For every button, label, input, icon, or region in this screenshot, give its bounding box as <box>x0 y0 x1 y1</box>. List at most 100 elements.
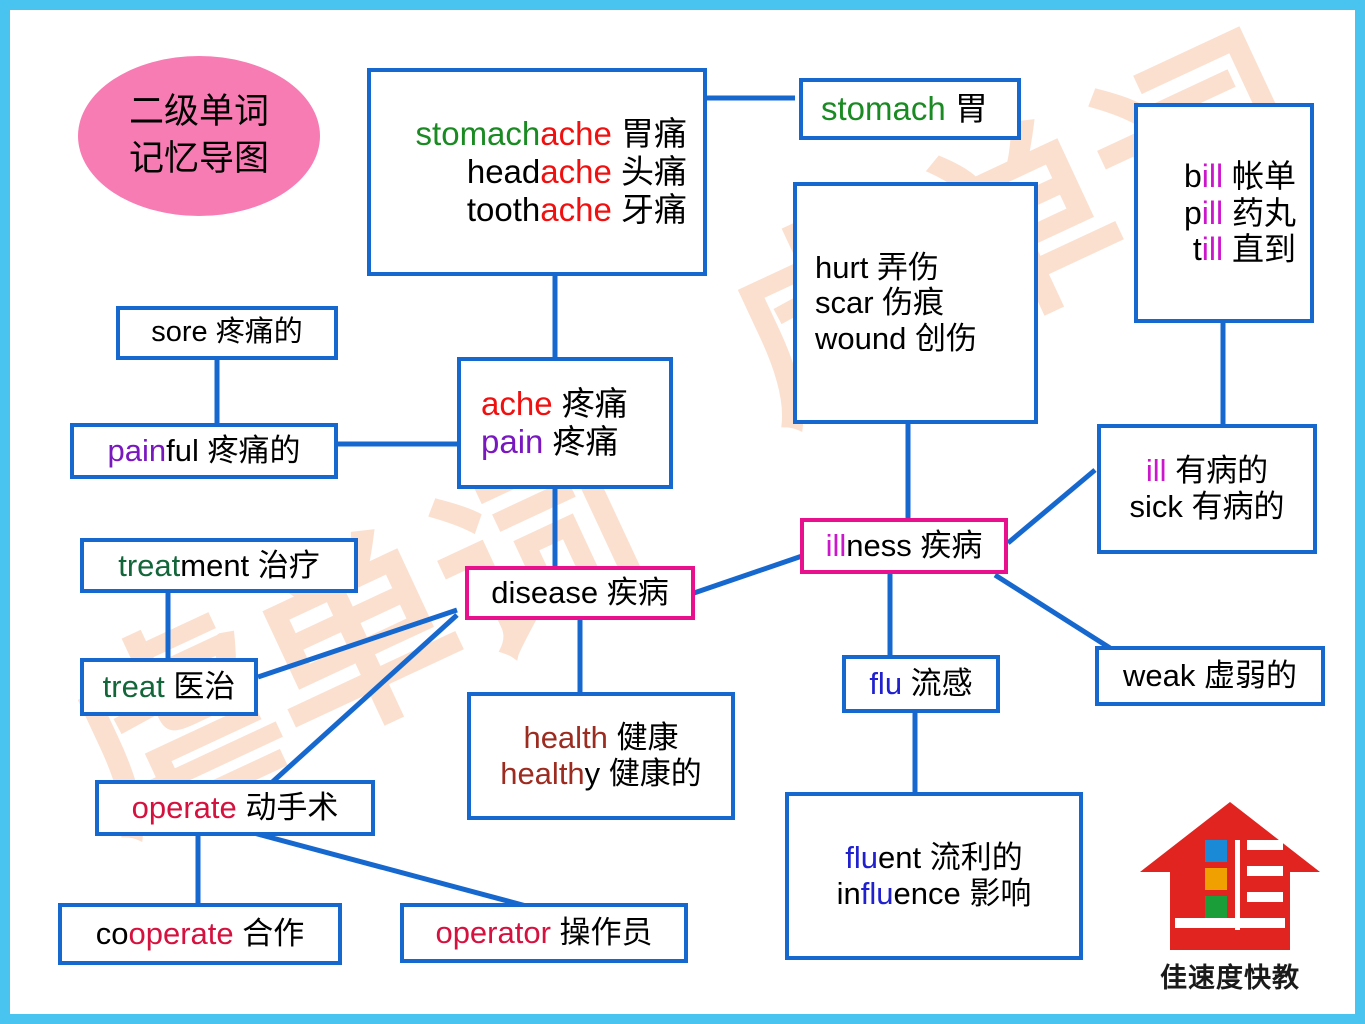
word-segment: ache <box>540 153 612 191</box>
node-text-line: stomach 胃 <box>821 90 999 128</box>
word-segment: sick 有病的 <box>1129 489 1285 524</box>
node-stomach[interactable]: stomach 胃 <box>799 78 1021 140</box>
node-text-line: operator 操作员 <box>414 915 674 951</box>
node-text-line: operate 动手术 <box>113 790 357 826</box>
word-segment: 动手术 <box>236 790 339 826</box>
node-text-line: fluent 流利的 <box>805 840 1063 876</box>
word-segment: disease 疾病 <box>491 575 669 611</box>
word-segment: 操作员 <box>550 915 653 951</box>
node-text-line: pill 药丸 <box>1152 195 1296 232</box>
node-illness[interactable]: illness 疾病 <box>800 518 1008 574</box>
word-segment: 流感 <box>902 666 973 702</box>
word-segment: 头痛 <box>611 153 687 191</box>
node-text-line: health 健康 <box>485 720 717 756</box>
word-segment: in <box>836 876 861 911</box>
node-text-line: sore 疼痛的 <box>136 316 318 349</box>
word-segment: sore 疼痛的 <box>151 316 303 349</box>
word-segment: ent 流利的 <box>878 840 1023 876</box>
node-operator[interactable]: operator 操作员 <box>400 903 688 963</box>
node-text-line: scar 伤痕 <box>815 285 1016 321</box>
node-text-line: healthy 健康的 <box>485 756 717 792</box>
word-segment: ence 影响 <box>893 876 1032 911</box>
word-segment: stomach <box>415 115 541 153</box>
word-segment: wound 创伤 <box>815 320 977 356</box>
word-segment: 牙痛 <box>611 190 687 228</box>
word-segment: ache <box>481 385 553 423</box>
word-segment: weak 虚弱的 <box>1123 658 1297 694</box>
node-flu[interactable]: flu 流感 <box>842 655 1000 713</box>
node-text-line: stomachache 胃痛 <box>387 115 687 153</box>
word-segment: 合作 <box>233 916 305 952</box>
node-text-line: headache 头痛 <box>387 153 687 191</box>
node-operate[interactable]: operate 动手术 <box>95 780 375 836</box>
word-segment: 健康 <box>607 720 679 756</box>
word-segment: y 健康的 <box>584 756 702 791</box>
word-segment: tooth <box>466 190 541 228</box>
word-segment: operator <box>435 915 551 951</box>
node-text-line: till 直到 <box>1152 231 1296 268</box>
word-segment: 疼痛 <box>552 385 628 423</box>
node-weak[interactable]: weak 虚弱的 <box>1095 646 1325 706</box>
node-text-line: painful 疼痛的 <box>90 433 318 469</box>
word-segment: ill <box>1201 157 1224 194</box>
node-treat[interactable]: treat 医治 <box>80 658 258 716</box>
node-sore[interactable]: sore 疼痛的 <box>116 306 338 360</box>
word-segment: hurt 弄伤 <box>815 249 940 285</box>
word-segment: ness 疾病 <box>846 528 983 564</box>
node-text-line: disease 疾病 <box>483 575 677 611</box>
house-logo-icon <box>1140 802 1320 950</box>
word-segment: health <box>500 756 585 791</box>
brand-logo: 佳速度快教 <box>1135 800 1325 995</box>
word-segment: flu <box>869 666 903 702</box>
word-segment: flu <box>860 876 894 911</box>
node-text-line: pain 疼痛 <box>481 423 649 461</box>
word-segment: treat <box>118 547 181 583</box>
node-text-line: ache 疼痛 <box>481 385 649 423</box>
node-text-line: treatment 治疗 <box>98 548 340 584</box>
word-segment: pain <box>481 423 544 460</box>
word-segment: 药丸 <box>1223 194 1296 231</box>
node-treatment[interactable]: treatment 治疗 <box>80 538 358 593</box>
word-segment: b <box>1183 157 1202 194</box>
node-painful[interactable]: painful 疼痛的 <box>70 423 338 479</box>
title-line-2: 记忆导图 <box>128 139 269 179</box>
word-segment: ment 治疗 <box>180 547 320 583</box>
node-text-line: weak 虚弱的 <box>1113 658 1307 694</box>
word-segment: ill <box>825 528 847 564</box>
word-segment: operate <box>128 916 234 952</box>
node-text-line: hurt 弄伤 <box>815 250 1016 286</box>
word-segment: pain <box>107 433 167 469</box>
node-disease-center[interactable]: disease 疾病 <box>465 566 695 620</box>
word-segment: 医治 <box>164 669 236 705</box>
word-segment: health <box>523 720 608 756</box>
node-cooperate[interactable]: cooperate 合作 <box>58 903 342 965</box>
word-segment: 疼痛 <box>543 423 619 460</box>
word-segment: 帐单 <box>1223 157 1296 194</box>
node-text-line: bill 帐单 <box>1152 158 1296 195</box>
word-segment: ill <box>1201 194 1224 231</box>
mindmap-canvas: 虐单词 虐单词 <box>10 10 1355 1014</box>
node-text-line: wound 创伤 <box>815 321 1016 357</box>
word-segment: ill <box>1145 453 1167 489</box>
word-segment: ache <box>540 115 612 153</box>
word-segment: co <box>95 916 129 952</box>
word-segment: scar 伤痕 <box>815 285 945 321</box>
word-segment: ill <box>1201 231 1224 268</box>
node-text-line: cooperate 合作 <box>72 916 328 952</box>
word-segment: treat <box>102 669 165 705</box>
word-segment: t <box>1192 231 1202 268</box>
word-segment: stomach <box>821 90 946 128</box>
node-text-line: treat 医治 <box>98 669 240 705</box>
word-segment: 有病的 <box>1166 453 1269 489</box>
title-line-1: 二级单词 <box>128 91 269 132</box>
logo-caption: 佳速度快教 <box>1160 963 1300 994</box>
word-segment: 胃 <box>945 90 988 128</box>
word-segment: operate <box>131 790 237 826</box>
